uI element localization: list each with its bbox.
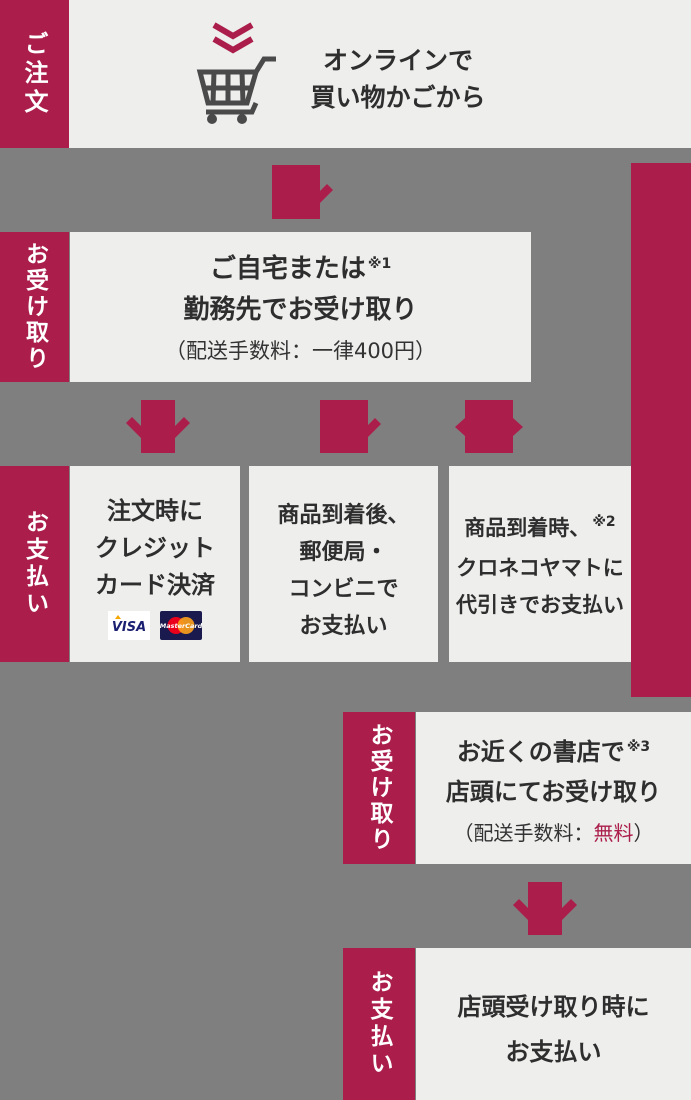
fee-note-suffix: ） [633, 821, 654, 845]
receive-store-title-text: お近くの書店で [456, 738, 625, 766]
receive-store-title: お近くの書店で※3 店頭にてお受け取り [416, 712, 691, 810]
pay-option-postal-convenience: 商品到着後、 郵便局・ コンビニで お支払い [249, 466, 438, 662]
cod-line-2: クロネコヤマトに [456, 556, 624, 580]
order-line-1: オンラインで [322, 46, 473, 75]
receive-home-title-line-1: ご自宅または※1 [70, 251, 531, 292]
order-line-2: 買い物かごから [310, 83, 486, 112]
receive-store-card: お近くの書店で※3 店頭にてお受け取り （配送手数料：無料） [416, 712, 691, 864]
pay-store-step-label: お支払い [343, 948, 415, 1100]
pay-store-card: 店頭受け取り時に お支払い [416, 948, 691, 1100]
down-arrow-icon [126, 400, 190, 453]
pay-option-credit-card-text: 注文時に クレジット カード決済 [70, 466, 240, 604]
receive-store-fee-note: （配送手数料：無料） [416, 817, 691, 846]
pay-option-cod-text: 商品到着時、※2 クロネコヤマトに 代引きでお支払い [449, 466, 631, 624]
postal-line-2: 郵便局・ [299, 540, 388, 565]
receive-home-title-text: ご自宅または [209, 254, 366, 284]
down-arrow-icon [513, 882, 577, 935]
cod-line-1: 商品到着時、※2 [449, 510, 631, 550]
pay-home-step-label: お支払い [0, 466, 69, 662]
postal-line-1: 商品到着後、 [277, 503, 410, 528]
shopping-cart-icon [196, 56, 276, 124]
order-step-label: ご注文 [0, 0, 69, 148]
order-description: オンラインで 買い物かごから [292, 42, 504, 116]
credit-line-1: 注文時に [107, 497, 203, 525]
receive-store-title-line-1: お近くの書店で※3 [416, 734, 691, 774]
cod-line-3: 代引きでお支払い [456, 593, 624, 617]
pay-option-cod: 商品到着時、※2 クロネコヤマトに 代引きでお支払い [449, 466, 631, 662]
receive-home-title: ご自宅または※1 勤務先でお受け取り [70, 232, 531, 329]
credit-line-3: カード決済 [95, 571, 215, 599]
order-section [0, 0, 691, 148]
fee-note-prefix: （配送手数料： [453, 821, 594, 845]
mastercard-logo-text: MasterCard [160, 622, 202, 630]
card-brand-logos: VISA MasterCard [70, 611, 240, 640]
double-chevron-down-icon [212, 22, 254, 54]
down-arrow-icon [320, 400, 381, 453]
receive-home-card: ご自宅または※1 勤務先でお受け取り （配送手数料：一律400円） [70, 232, 531, 382]
receive-home-step-label: お受け取り [0, 232, 69, 382]
down-arrow-icon [455, 400, 523, 453]
postal-line-4: お支払い [299, 614, 388, 639]
mastercard-logo: MasterCard [160, 611, 202, 640]
pay-store-line-2: お支払い [505, 1038, 602, 1066]
receive-store-step-label: お受け取り [343, 712, 415, 864]
pay-store-line-1: 店頭受け取り時に [457, 993, 650, 1021]
footnote-mark-3: ※3 [626, 739, 651, 755]
footnote-mark-1: ※1 [367, 256, 392, 272]
pay-option-postal-text: 商品到着後、 郵便局・ コンビニで お支払い [249, 466, 438, 645]
down-arrow-icon [272, 165, 333, 219]
postal-line-3: コンビニで [288, 577, 399, 602]
credit-line-2: クレジット [95, 534, 215, 562]
vertical-connector-bar [631, 163, 691, 697]
visa-logo-text: VISA [112, 620, 146, 635]
receive-home-fee-note: （配送手数料：一律400円） [164, 339, 437, 363]
visa-logo: VISA [108, 611, 150, 640]
receive-home-title-line-2: 勤務先でお受け取り [183, 295, 418, 325]
pay-store-text: 店頭受け取り時に お支払い [416, 948, 691, 1075]
receive-store-title-line-2: 店頭にてお受け取り [445, 778, 662, 806]
pay-option-credit-card: 注文時に クレジット カード決済 VISA MasterCard [70, 466, 240, 662]
fee-note-free: 無料 [593, 821, 634, 845]
footnote-mark-2: ※2 [592, 514, 616, 530]
cod-line-1-text: 商品到着時、 [464, 516, 591, 540]
